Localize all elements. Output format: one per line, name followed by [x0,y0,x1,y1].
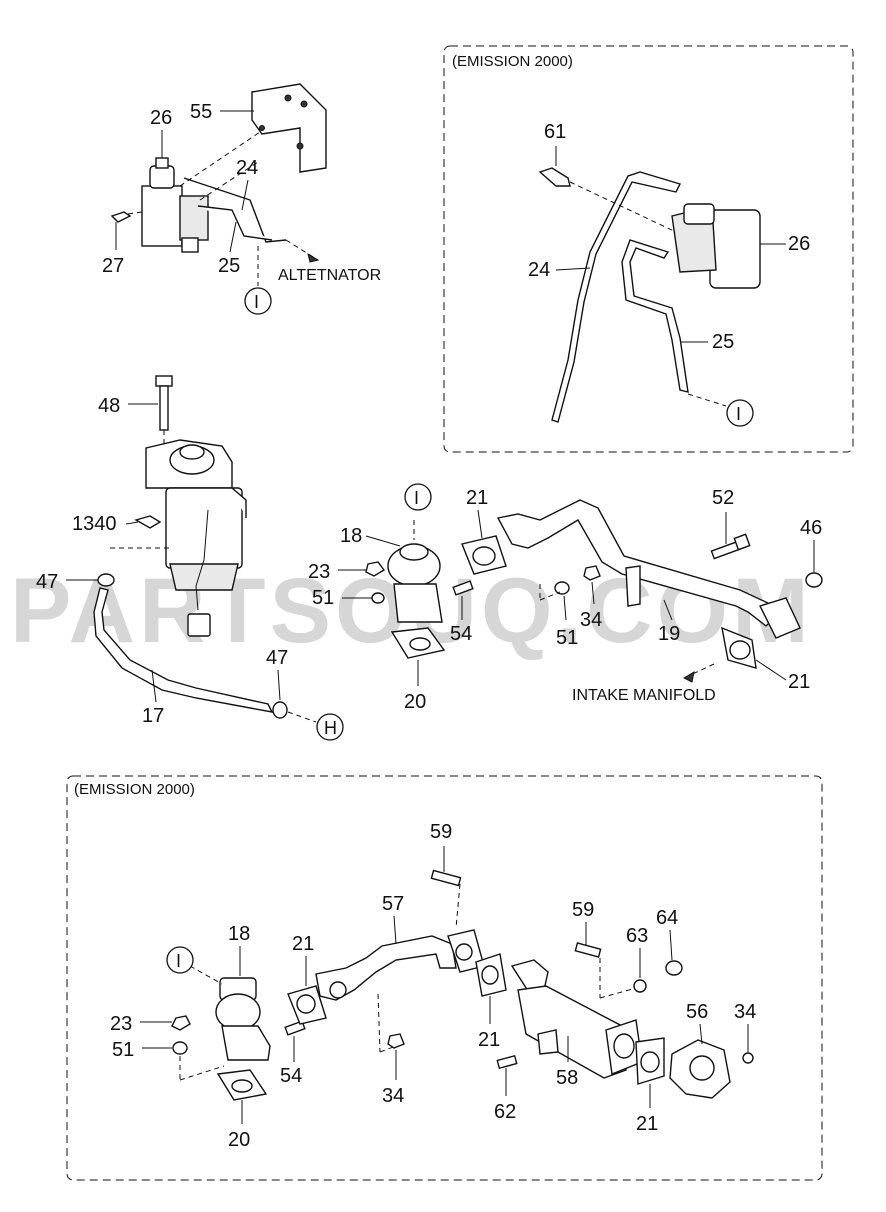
label-62: 62 [494,1101,516,1123]
label-63: 63 [626,925,648,947]
label-51-nut: 51 [556,627,578,649]
connector-i-emission-label: I [736,404,741,424]
label-20-emission: 20 [228,1129,250,1151]
connector-i-label: I [254,292,259,312]
label-59-right: 59 [572,899,594,921]
label-26-emission: 26 [788,233,810,255]
label-58: 58 [556,1067,578,1089]
bottom-box-title: (EMISSION 2000) [74,781,195,798]
label-51-emission: 51 [112,1039,134,1061]
label-34: 34 [580,609,602,631]
top-box-title: (EMISSION 2000) [452,53,573,70]
emission-2000-bottom-box [66,775,823,1181]
note-altetnator: ALTETNATOR [278,267,381,284]
label-24: 24 [236,157,258,179]
label-34-bottom-b: 34 [734,1001,756,1023]
label-26: 26 [150,107,172,129]
connector-i-bottom-label: I [176,951,181,971]
connector-h [316,713,344,741]
label-57: 57 [382,893,404,915]
label-51: 51 [312,587,334,609]
label-21-bottom-c: 21 [636,1113,658,1135]
label-56: 56 [686,1001,708,1023]
connector-i-egr-label: I [414,488,419,508]
connector-i-bottom [166,946,194,974]
label-54: 54 [450,623,472,645]
label-21-bottom-b: 21 [478,1029,500,1051]
label-61: 61 [544,121,566,143]
label-23: 23 [308,561,330,583]
connector-i-emission [726,399,754,427]
label-18-emission: 18 [228,923,250,945]
label-46: 46 [800,517,822,539]
vacuum-modulator-26 [141,185,183,247]
label-1340: 1340 [72,513,117,535]
emission-2000-top-box [443,45,854,453]
label-25-emission: 25 [712,331,734,353]
label-34-bottom-a: 34 [382,1085,404,1107]
label-64: 64 [656,907,678,929]
emission-bottom-parts [171,869,754,1101]
label-24-emission: 24 [528,259,550,281]
label-27: 27 [102,255,124,277]
note-intake-manifold: INTAKE MANIFOLD [572,687,716,704]
label-25: 25 [218,255,240,277]
label-21: 21 [466,487,488,509]
label-23-emission: 23 [110,1013,132,1035]
connector-i-top [244,287,272,315]
label-48: 48 [98,395,120,417]
label-47: 47 [36,571,58,593]
connector-h-label: H [324,718,337,738]
label-21-bottom-a: 21 [292,933,314,955]
fuel-filter-group [93,375,317,723]
egr-pipe-19 [496,499,777,627]
label-20: 20 [404,691,426,713]
connector-i-egr [404,483,432,511]
egr-valve-group [365,499,823,683]
vacuum-modulator-group [110,83,327,286]
label-59-top: 59 [430,821,452,843]
label-17: 17 [142,705,164,727]
label-47-clamp: 47 [266,647,288,669]
label-21-manifold: 21 [788,671,810,693]
label-55: 55 [190,101,212,123]
bracket-55 [251,83,327,173]
egr-cooler-58 [517,985,627,1079]
label-52: 52 [712,487,734,509]
emission-top-parts [538,167,761,423]
label-19: 19 [658,623,680,645]
label-54-emission: 54 [280,1065,302,1087]
vacuum-modulator-26-emission [709,209,761,289]
label-18: 18 [340,525,362,547]
